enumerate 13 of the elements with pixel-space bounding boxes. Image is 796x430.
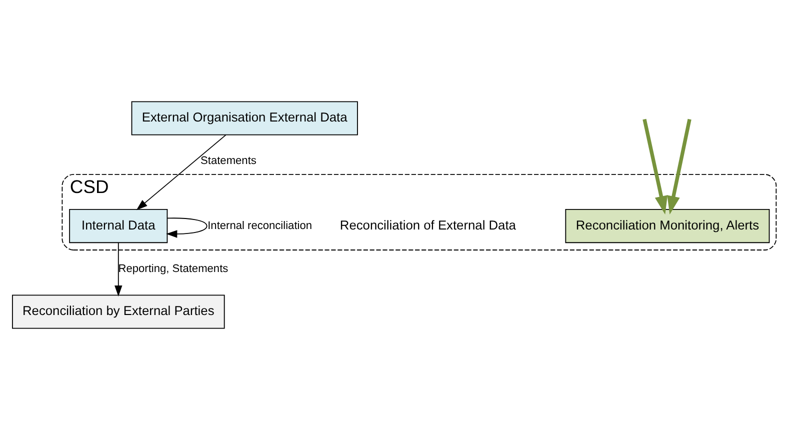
edge-label: Internal reconciliation xyxy=(208,220,312,232)
node-box: Reconciliation Monitoring, Alerts xyxy=(565,209,770,244)
arrow xyxy=(667,118,692,214)
node-box: Reconciliation by External Parties xyxy=(12,294,225,329)
edge-label: Statements xyxy=(200,154,256,167)
edge-label: Reporting, Statements xyxy=(118,262,228,275)
node-box: Internal Data xyxy=(69,209,168,244)
label: Reconciliation of External Data xyxy=(340,217,516,232)
node-box: External Organisation External Data xyxy=(131,101,358,136)
arrow xyxy=(136,134,226,210)
arrow xyxy=(166,218,208,238)
arrow xyxy=(114,242,122,296)
arrow xyxy=(642,118,668,214)
